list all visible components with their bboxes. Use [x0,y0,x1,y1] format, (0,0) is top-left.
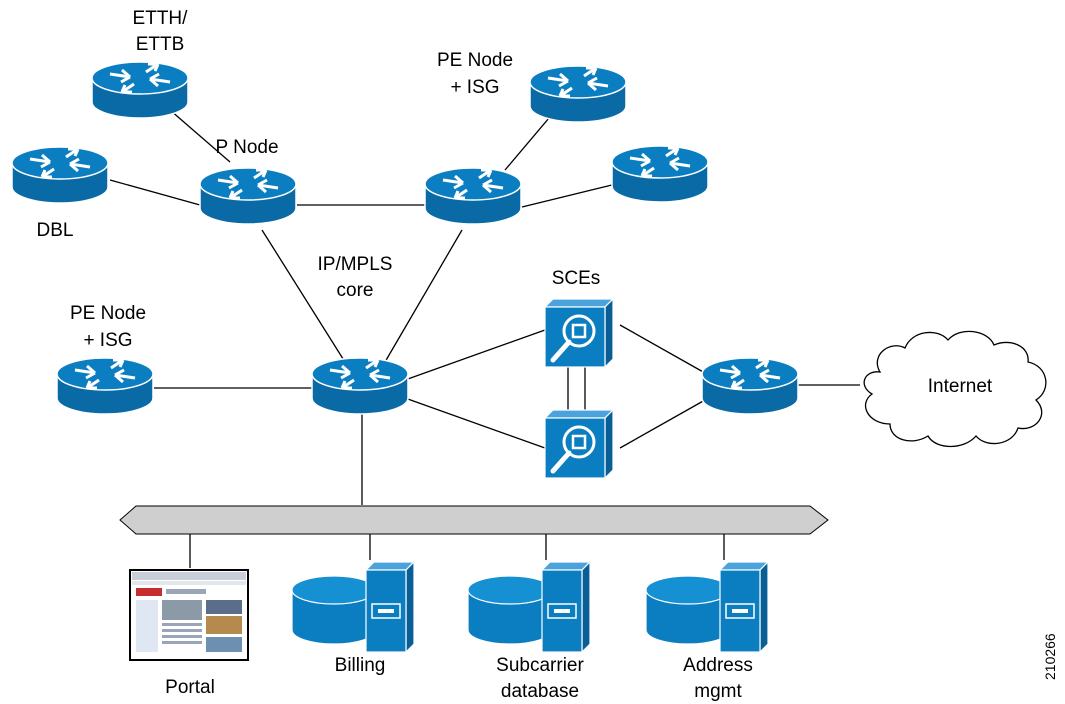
label-etth: ETTH/ [133,8,189,29]
link-core-sce1 [404,329,546,381]
database-server-icon [645,561,769,653]
router-icon [310,356,410,416]
sce-appliance-icon [545,299,613,367]
portal-screenshot-icon [129,569,249,661]
label-p-node: P Node [215,137,278,158]
label-dbl: DBL [37,220,74,241]
router-icon [10,145,110,205]
label-portal: Portal [165,677,215,698]
link-sce1-edge [619,324,706,374]
lan-bus [119,505,829,535]
label-core-1: IP/MPLS [318,254,393,275]
label-subcarrier-1: Subcarrier [496,655,584,676]
router-icon [90,60,190,120]
links [109,104,860,568]
router-icon [198,166,298,226]
router-icon [610,144,710,204]
internet-cloud-icon [863,330,1047,448]
figure-id: 210266 [1042,633,1058,680]
link-rightp-core [384,229,463,363]
router-icon [700,356,800,416]
label-pe-left-1: PE Node [70,303,146,324]
sce-appliance-icon [545,410,613,478]
router-icon [423,166,523,226]
label-address-1: Address [683,655,753,676]
link-etth-pnode [169,109,231,163]
database-server-icon [467,561,591,653]
label-ettb: ETTB [136,34,185,55]
link-pnode-core [261,229,346,363]
label-core-2: core [337,280,374,301]
label-pe-top-1: PE Node [437,50,513,71]
label-pe-left-2: + ISG [83,330,132,351]
link-core-sce2 [404,397,546,449]
link-sce2-edge [619,399,706,449]
label-billing: Billing [335,655,386,676]
router-icon [528,64,628,124]
label-address-2: mgmt [694,681,742,702]
label-subcarrier-2: database [501,681,579,702]
router-icon [55,356,155,416]
label-sces: SCEs [552,268,601,289]
label-pe-top-2: + ISG [450,77,499,98]
link-dbl-pnode [109,179,201,206]
link-rightp-right [521,182,621,208]
label-internet: Internet [928,376,993,397]
database-server-icon [291,561,415,653]
